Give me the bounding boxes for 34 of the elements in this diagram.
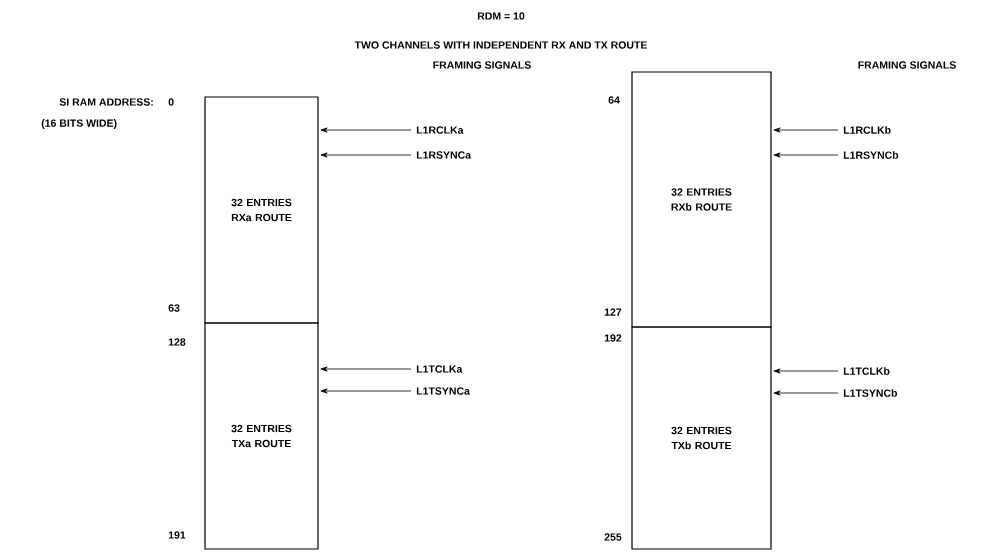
address-number: 128 bbox=[168, 338, 186, 346]
heading: FRAMING SIGNALS bbox=[433, 61, 531, 69]
address-number: 191 bbox=[168, 531, 186, 539]
arrow bbox=[320, 388, 412, 394]
arrow bbox=[773, 390, 839, 396]
title: RDM = 10 bbox=[477, 12, 525, 20]
heading: FRAMING SIGNALS bbox=[858, 61, 956, 69]
memory-block: 32 ENTRIES TXb ROUTE bbox=[631, 326, 772, 550]
arrow bbox=[773, 152, 839, 158]
address-number: 0 bbox=[168, 98, 174, 106]
address-number: 255 bbox=[604, 533, 622, 541]
signal-name: L1TCLKb bbox=[843, 367, 890, 375]
address-label: SI RAM ADDRESS: bbox=[59, 98, 153, 106]
memory-block: 32 ENTRIES RXa ROUTE bbox=[204, 96, 319, 324]
memory-block: 32 ENTRIES TXa ROUTE bbox=[204, 322, 319, 550]
arrow bbox=[773, 368, 839, 374]
arrow bbox=[320, 152, 412, 158]
signal-name: L1TSYNCb bbox=[843, 389, 897, 397]
signal-name: L1RCLKa bbox=[416, 126, 464, 134]
signal-name: L1RSYNCa bbox=[416, 151, 472, 159]
address-number: 127 bbox=[604, 308, 622, 316]
address-number: 192 bbox=[604, 334, 622, 342]
arrow bbox=[320, 127, 412, 133]
arrow bbox=[773, 127, 839, 133]
signal-name: L1RCLKb bbox=[843, 126, 891, 134]
memory-block: 32 ENTRIES RXb ROUTE bbox=[631, 71, 772, 328]
signal-name: L1RSYNCb bbox=[843, 151, 899, 159]
address-number: 64 bbox=[608, 96, 620, 104]
address-number: 63 bbox=[168, 304, 180, 312]
address-label: (16 BITS WIDE) bbox=[41, 119, 117, 129]
subtitle: TWO CHANNELS WITH INDEPENDENT RX AND TX ROUTE bbox=[354, 41, 647, 49]
signal-name: L1TSYNCa bbox=[416, 387, 470, 395]
arrow bbox=[320, 366, 412, 372]
signal-name: L1TCLKa bbox=[416, 365, 463, 373]
